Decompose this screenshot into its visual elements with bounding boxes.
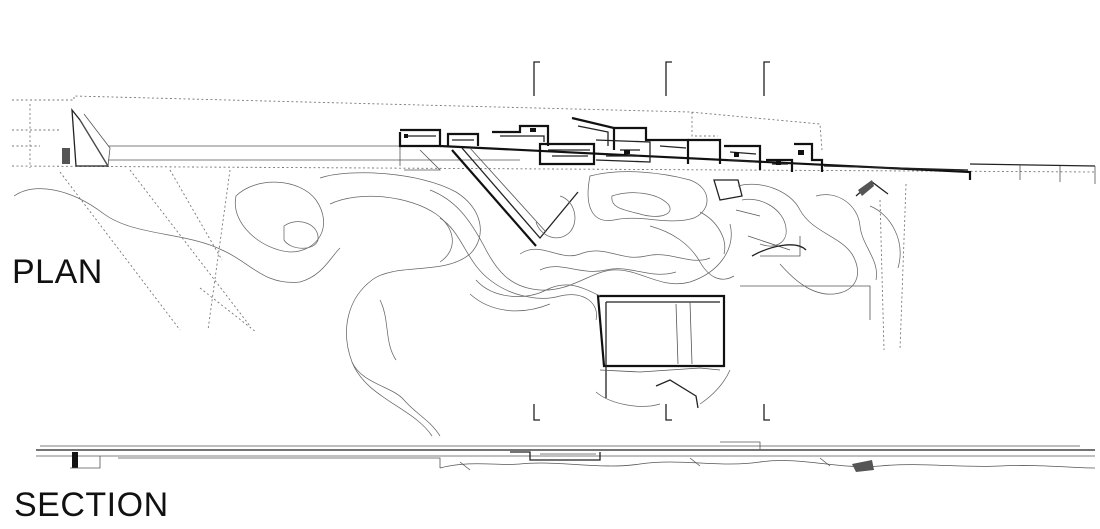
section-cut-markers-top <box>533 61 770 96</box>
main-building <box>398 116 972 180</box>
section-drawing <box>36 441 1096 472</box>
topographic-contours <box>13 171 901 437</box>
plan-label: PLAN <box>12 253 103 291</box>
right-end <box>713 163 1096 351</box>
plan-drawing <box>11 61 1096 437</box>
section-label: SECTION <box>14 486 169 524</box>
diagonal-ramp <box>404 147 579 247</box>
section-cut-markers-bottom <box>533 404 770 421</box>
left-wing <box>62 107 520 168</box>
survey-lines <box>59 169 257 333</box>
site-boundary <box>11 95 1096 173</box>
lower-terrace <box>596 294 726 409</box>
